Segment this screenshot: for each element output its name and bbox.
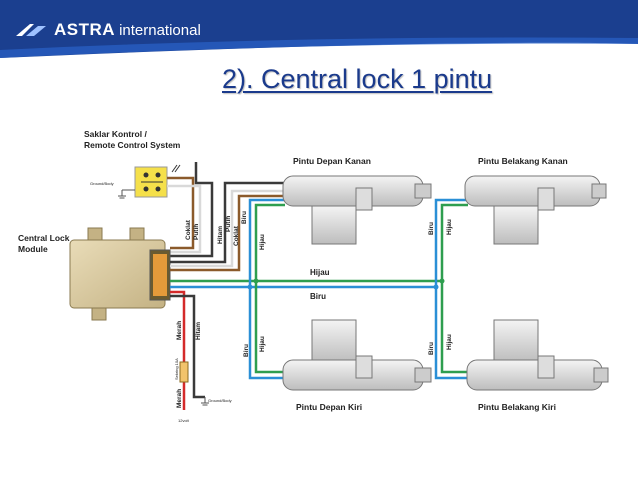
wire-label-biru: Biru: [243, 344, 250, 357]
actuator-front-right: [282, 175, 432, 245]
wire-label-merah: Merah: [176, 321, 183, 340]
bus-wires: [170, 198, 470, 380]
switch-label-2: Remote Control System: [84, 140, 181, 150]
junction-dot: [253, 278, 259, 284]
module-ground-label: Ground/Body: [208, 398, 232, 403]
door-label-front-right: Pintu Depan Kanan: [293, 156, 371, 166]
logo-brand-text: ASTRA: [54, 20, 116, 39]
switch-ground-label: Ground/Body: [90, 181, 114, 186]
wire-label-biru: Biru: [241, 211, 248, 224]
wire-label-hijau: Hijau: [259, 336, 266, 352]
module-label-2: Module: [18, 244, 48, 254]
wire-label-merah: Merah: [176, 389, 183, 408]
slide-title: 2). Central lock 1 pintu: [222, 64, 493, 94]
wire-label-biru: Biru: [428, 342, 435, 355]
company-logo: ASTRA international: [14, 20, 201, 40]
wire-label-hitam: Hitam: [217, 226, 224, 244]
wire-label-hijau: Hijau: [259, 234, 266, 250]
header-band: [0, 0, 638, 58]
logo-sub-text: international: [119, 21, 201, 39]
door-label-front-left: Pintu Depan Kiri: [296, 402, 362, 412]
wire-label-putih: Putih: [193, 224, 200, 240]
wire-label-biru: Biru: [428, 222, 435, 235]
wire-label-coklat: Coklat: [185, 219, 192, 240]
astra-logo-icon: [16, 24, 46, 36]
actuator-rear-left: [466, 319, 609, 391]
control-switch: [118, 164, 181, 199]
central-lock-module: [69, 227, 171, 321]
bus-label-hijau: Hijau: [310, 268, 330, 277]
door-label-rear-right: Pintu Belakang Kanan: [478, 156, 568, 166]
switch-wires: [167, 162, 214, 258]
module-wires-upper: [170, 181, 288, 272]
junction-dot: [433, 284, 439, 290]
bus-label-biru: Biru: [310, 292, 326, 301]
actuator-front-left: [282, 319, 432, 391]
wire-label-hijau: Hijau: [446, 334, 453, 350]
wire-label-hitam: Hitam: [195, 322, 202, 340]
junction-dot: [247, 284, 253, 290]
door-label-rear-left: Pintu Belakang Kiri: [478, 402, 556, 412]
actuator-rear-right: [464, 175, 607, 245]
wire-label-coklat: Coklat: [233, 225, 240, 246]
fuse-label: Sekring 10A: [174, 358, 179, 380]
module-label-1: Central Lock: [18, 233, 70, 243]
switch-label-1: Saklar Kontrol /: [84, 129, 147, 139]
junction-dot: [439, 278, 445, 284]
wire-label-hijau: Hijau: [446, 219, 453, 235]
wire-label-putih: Putih: [225, 216, 232, 232]
voltage-label: 12volt: [178, 418, 190, 423]
fuse: [179, 361, 189, 383]
